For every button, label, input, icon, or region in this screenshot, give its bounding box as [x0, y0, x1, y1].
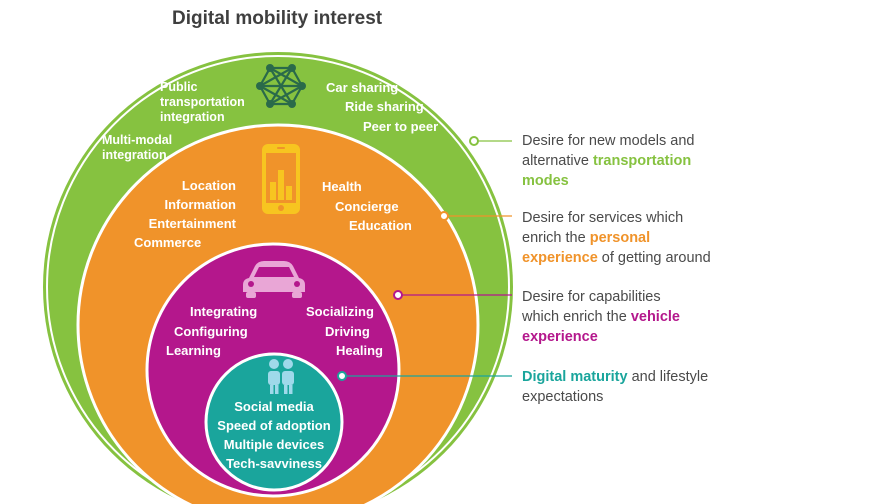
network-icon: [256, 64, 306, 108]
legend-line: Desire for new models and: [522, 133, 695, 149]
legend-text: of getting around: [597, 250, 711, 266]
legend-personal: Desire for services which enrich the per…: [522, 208, 822, 268]
diagram-title: Digital mobility interest: [172, 8, 383, 29]
third-left-item: Learning: [166, 343, 221, 358]
outer-left-item: Public: [160, 80, 198, 94]
people-icon: [268, 359, 294, 394]
outer-ring-border: [46, 55, 510, 504]
legend-highlight: vehicle: [630, 309, 680, 325]
second-left-item: Information: [164, 197, 237, 212]
outer-left-item: transportation: [160, 95, 245, 109]
legend-text: and lifestyle: [627, 369, 709, 385]
legend-line: which enrich the vehicle: [522, 307, 822, 327]
legend-highlight: experience: [522, 329, 598, 345]
connector-lines: [337, 136, 512, 381]
inner-item: Speed of adoption: [217, 418, 331, 433]
legend-line: alternative transportation: [522, 151, 822, 171]
legend-line: Desire for services which: [522, 210, 684, 226]
legend-text: which enrich the: [522, 309, 631, 325]
third-right-item: Driving: [325, 324, 370, 339]
third-left-item: Configuring: [174, 324, 248, 339]
legend-line: expectations: [522, 389, 604, 405]
legend-line: experience: [522, 327, 822, 347]
second-left-labels: Location Information Entertainment Comme…: [122, 176, 236, 252]
outer-left-item: Multi-modal: [102, 133, 173, 147]
inner-item: Social media: [234, 399, 314, 414]
third-right-item: Socializing: [306, 304, 374, 319]
second-left-item: Commerce: [134, 235, 202, 250]
legend-highlight: personal: [589, 230, 651, 246]
second-right-item: Health: [322, 179, 362, 194]
second-right-item: Education: [349, 218, 412, 233]
legend-vehicle: Desire for capabilities which enrich the…: [522, 287, 822, 347]
legend-transportation: Desire for new models and alternative tr…: [522, 131, 822, 191]
legend-line: Digital maturity and lifestyle: [522, 367, 822, 387]
legend-digital: Digital maturity and lifestyle expectati…: [522, 367, 822, 407]
legend-line: experience of getting around: [522, 248, 822, 268]
inner-labels: Social media Speed of adoption Multiple …: [212, 397, 336, 473]
legend-line: modes: [522, 171, 822, 191]
outer-left-item: integration: [102, 148, 167, 162]
legend-highlight: Digital maturity: [522, 369, 628, 385]
legend-text: alternative: [522, 153, 593, 169]
second-left-item: Entertainment: [148, 216, 236, 231]
car-icon: [243, 261, 305, 298]
smartphone-icon: [262, 144, 300, 214]
legend-highlight: experience: [522, 250, 598, 266]
outer-right-item: Ride sharing: [345, 99, 424, 114]
legend-text: enrich the: [522, 230, 590, 246]
legend-line: enrich the personal: [522, 228, 822, 248]
outer-left-item: integration: [160, 110, 225, 124]
inner-item: Multiple devices: [223, 437, 325, 452]
outer-right-item: Car sharing: [326, 80, 399, 95]
legend-highlight: modes: [522, 173, 569, 189]
third-right-item: Healing: [336, 343, 383, 358]
legend-line: Desire for capabilities: [522, 289, 661, 305]
inner-item: Tech-savviness: [226, 456, 322, 471]
outer-right-item: Peer to peer: [363, 119, 439, 134]
second-left-item: Location: [181, 178, 236, 193]
outer-left-lower-labels: Multi-modal integration: [102, 133, 172, 163]
legend-highlight: transportation: [592, 153, 692, 169]
second-right-item: Concierge: [335, 199, 399, 214]
outer-left-labels: Public transportation integration: [160, 80, 245, 125]
inner-circle-digital: [204, 352, 344, 492]
third-left-item: Integrating: [190, 304, 258, 319]
